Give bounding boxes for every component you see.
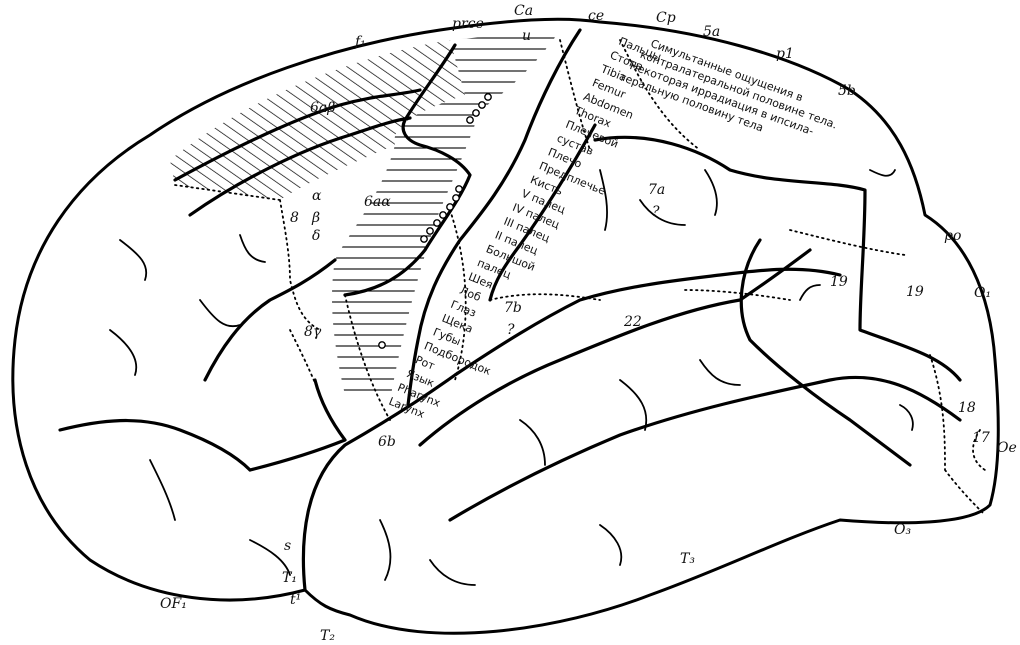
sylvian-fissure (301, 267, 842, 592)
label-alpha: α (312, 188, 322, 204)
minor-sulci (109, 169, 914, 586)
label-5a: 5a (703, 24, 720, 40)
label-beta: β (311, 210, 320, 226)
superior-temporal-sulcus (418, 248, 812, 447)
label-8: 8 (290, 210, 299, 226)
label-cp: Cp (656, 10, 676, 26)
frontal-sulcus-lower (203, 258, 337, 382)
label-19b: 19 (906, 284, 924, 300)
hatched-fields (170, 30, 560, 400)
label-p1: p1 (776, 46, 794, 62)
field-6ab-hatch (170, 40, 465, 200)
label-22: 22 (623, 314, 642, 330)
label-6b: 6b (378, 434, 396, 450)
intraparietal-sulcus (593, 135, 962, 382)
label-prce: prce (452, 16, 484, 32)
field-6aa-hatch (332, 30, 560, 400)
label-s: s (284, 538, 291, 554)
label-t3: T₃ (680, 551, 695, 567)
inferior-temporal-sulcus (448, 375, 962, 522)
label-o1: O₁ (974, 285, 991, 301)
label-5b: 5b (838, 83, 856, 99)
label-7b: 7b (504, 300, 522, 316)
label-8g: 8γ (304, 324, 322, 340)
inferior-frontal-sulcus (188, 116, 412, 217)
label-f1: f₁ (354, 34, 366, 50)
occipital-sulcus (739, 238, 912, 467)
label-of1: OF₁ (160, 596, 187, 612)
label-q2: ? (507, 322, 515, 338)
label-u: u (522, 28, 531, 44)
label-oe: Oe (997, 440, 1017, 456)
label-o3: O₃ (894, 522, 911, 538)
area-boundaries (174, 39, 986, 516)
label-t1p: t¹ (290, 592, 301, 608)
label-18: 18 (958, 400, 976, 416)
orbital-sulcus (58, 418, 252, 472)
label-ce: ce (588, 8, 604, 24)
central-sulcus (406, 28, 582, 407)
sylvian-stem (248, 378, 347, 472)
precentral-sulcus (343, 43, 472, 297)
label-q1: ? (652, 204, 660, 220)
superior-frontal-sulcus (173, 88, 422, 182)
label-t2: T₂ (320, 628, 335, 644)
label-19a: 19 (830, 274, 848, 290)
label-6aa: 6aα (364, 194, 391, 210)
label-6ab: 6aβ (310, 100, 335, 116)
area-labels: f₁ prce Ca u ce Cp 5a p1 5b 6aβ α 8 β δ … (160, 3, 1017, 644)
label-t1: T₁ (282, 570, 297, 586)
label-po: po (944, 228, 961, 244)
label-17: 17 (972, 430, 990, 446)
stimulation-points (378, 93, 492, 349)
brain-outline (11, 17, 1000, 635)
label-ca: Ca (514, 3, 533, 19)
postcentral-sulcus (488, 123, 597, 302)
label-delta: δ (312, 228, 320, 244)
label-7a: 7a (648, 182, 665, 198)
